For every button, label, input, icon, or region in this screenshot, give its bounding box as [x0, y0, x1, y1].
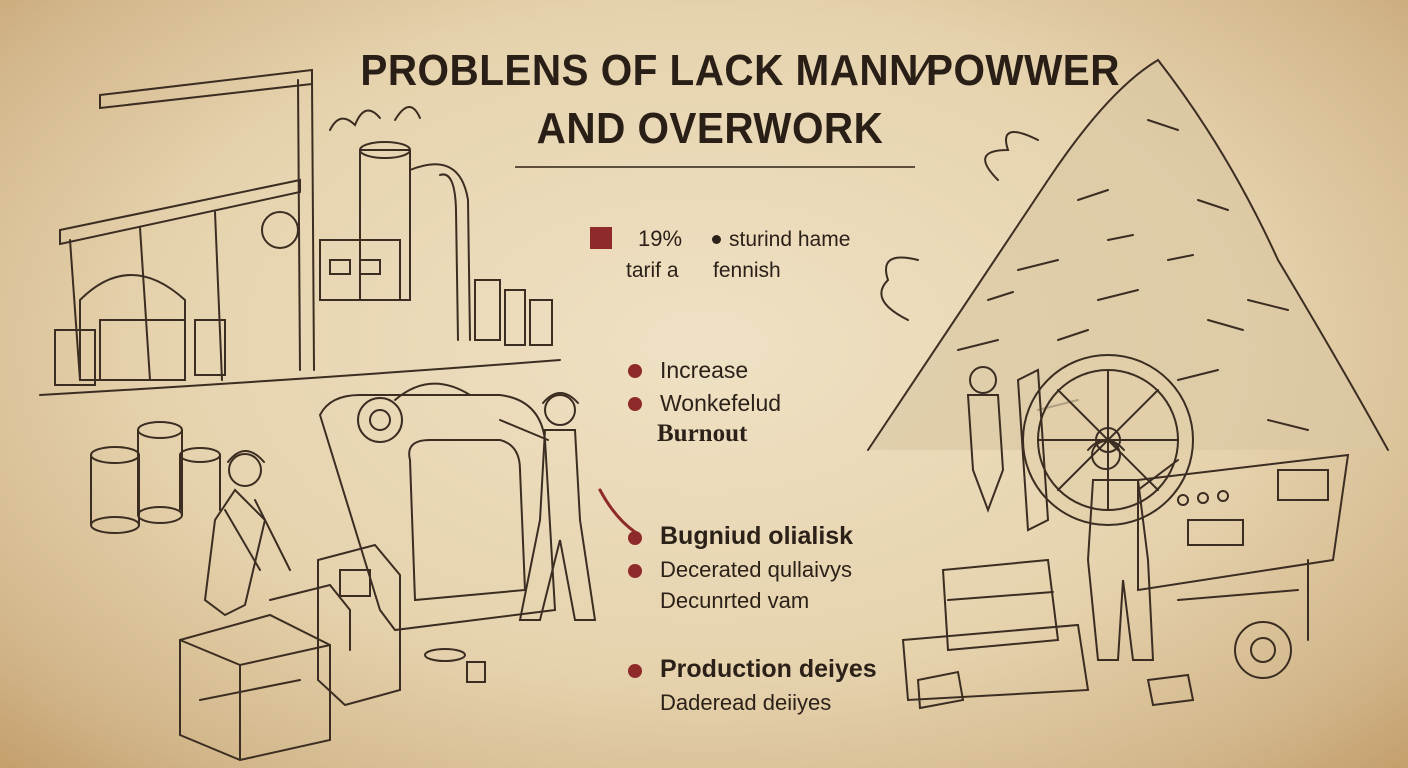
bullet-dot-icon	[628, 531, 642, 545]
list-subitem: Burnout	[657, 420, 748, 447]
title-line-1: PROBLENS OF LACK MANN⁄POWWER	[360, 46, 1120, 95]
page-title: PROBLENS OF LACK MANN⁄POWWER AND OVERWOR…	[360, 42, 1120, 158]
list-subitem: Decunrted vam	[660, 588, 810, 613]
bullet-dot-icon	[628, 564, 642, 578]
accent-square	[590, 227, 612, 249]
stat-label-a: sturind hame	[712, 228, 850, 252]
list-item: Decerated qullaivys	[660, 557, 852, 582]
bullet-icon	[712, 235, 721, 244]
list-item: Increase	[660, 357, 749, 383]
bullet-dot-icon	[628, 397, 642, 411]
list-item: Bugniud olialisk	[660, 522, 854, 550]
factory-illustration	[39, 68, 597, 762]
bullet-dot-icon	[628, 664, 642, 678]
stat-label-a-text: sturind hame	[729, 228, 851, 251]
list-subitem: Daderead deiiyes	[660, 690, 832, 715]
stat-percent: 19%	[638, 226, 683, 251]
stat-label-c: fennish	[713, 259, 781, 282]
list-item: Wonkefelud	[660, 390, 782, 416]
arrow-icon	[598, 488, 640, 536]
stat-label-b: tarif a	[626, 259, 679, 282]
paperwork-mountain-illustration	[867, 58, 1389, 710]
bullet-dot-icon	[628, 364, 642, 378]
title-line-2: AND OVERWORK	[536, 104, 884, 153]
list-item: Production deiyes	[660, 655, 877, 683]
title-divider	[515, 166, 915, 168]
